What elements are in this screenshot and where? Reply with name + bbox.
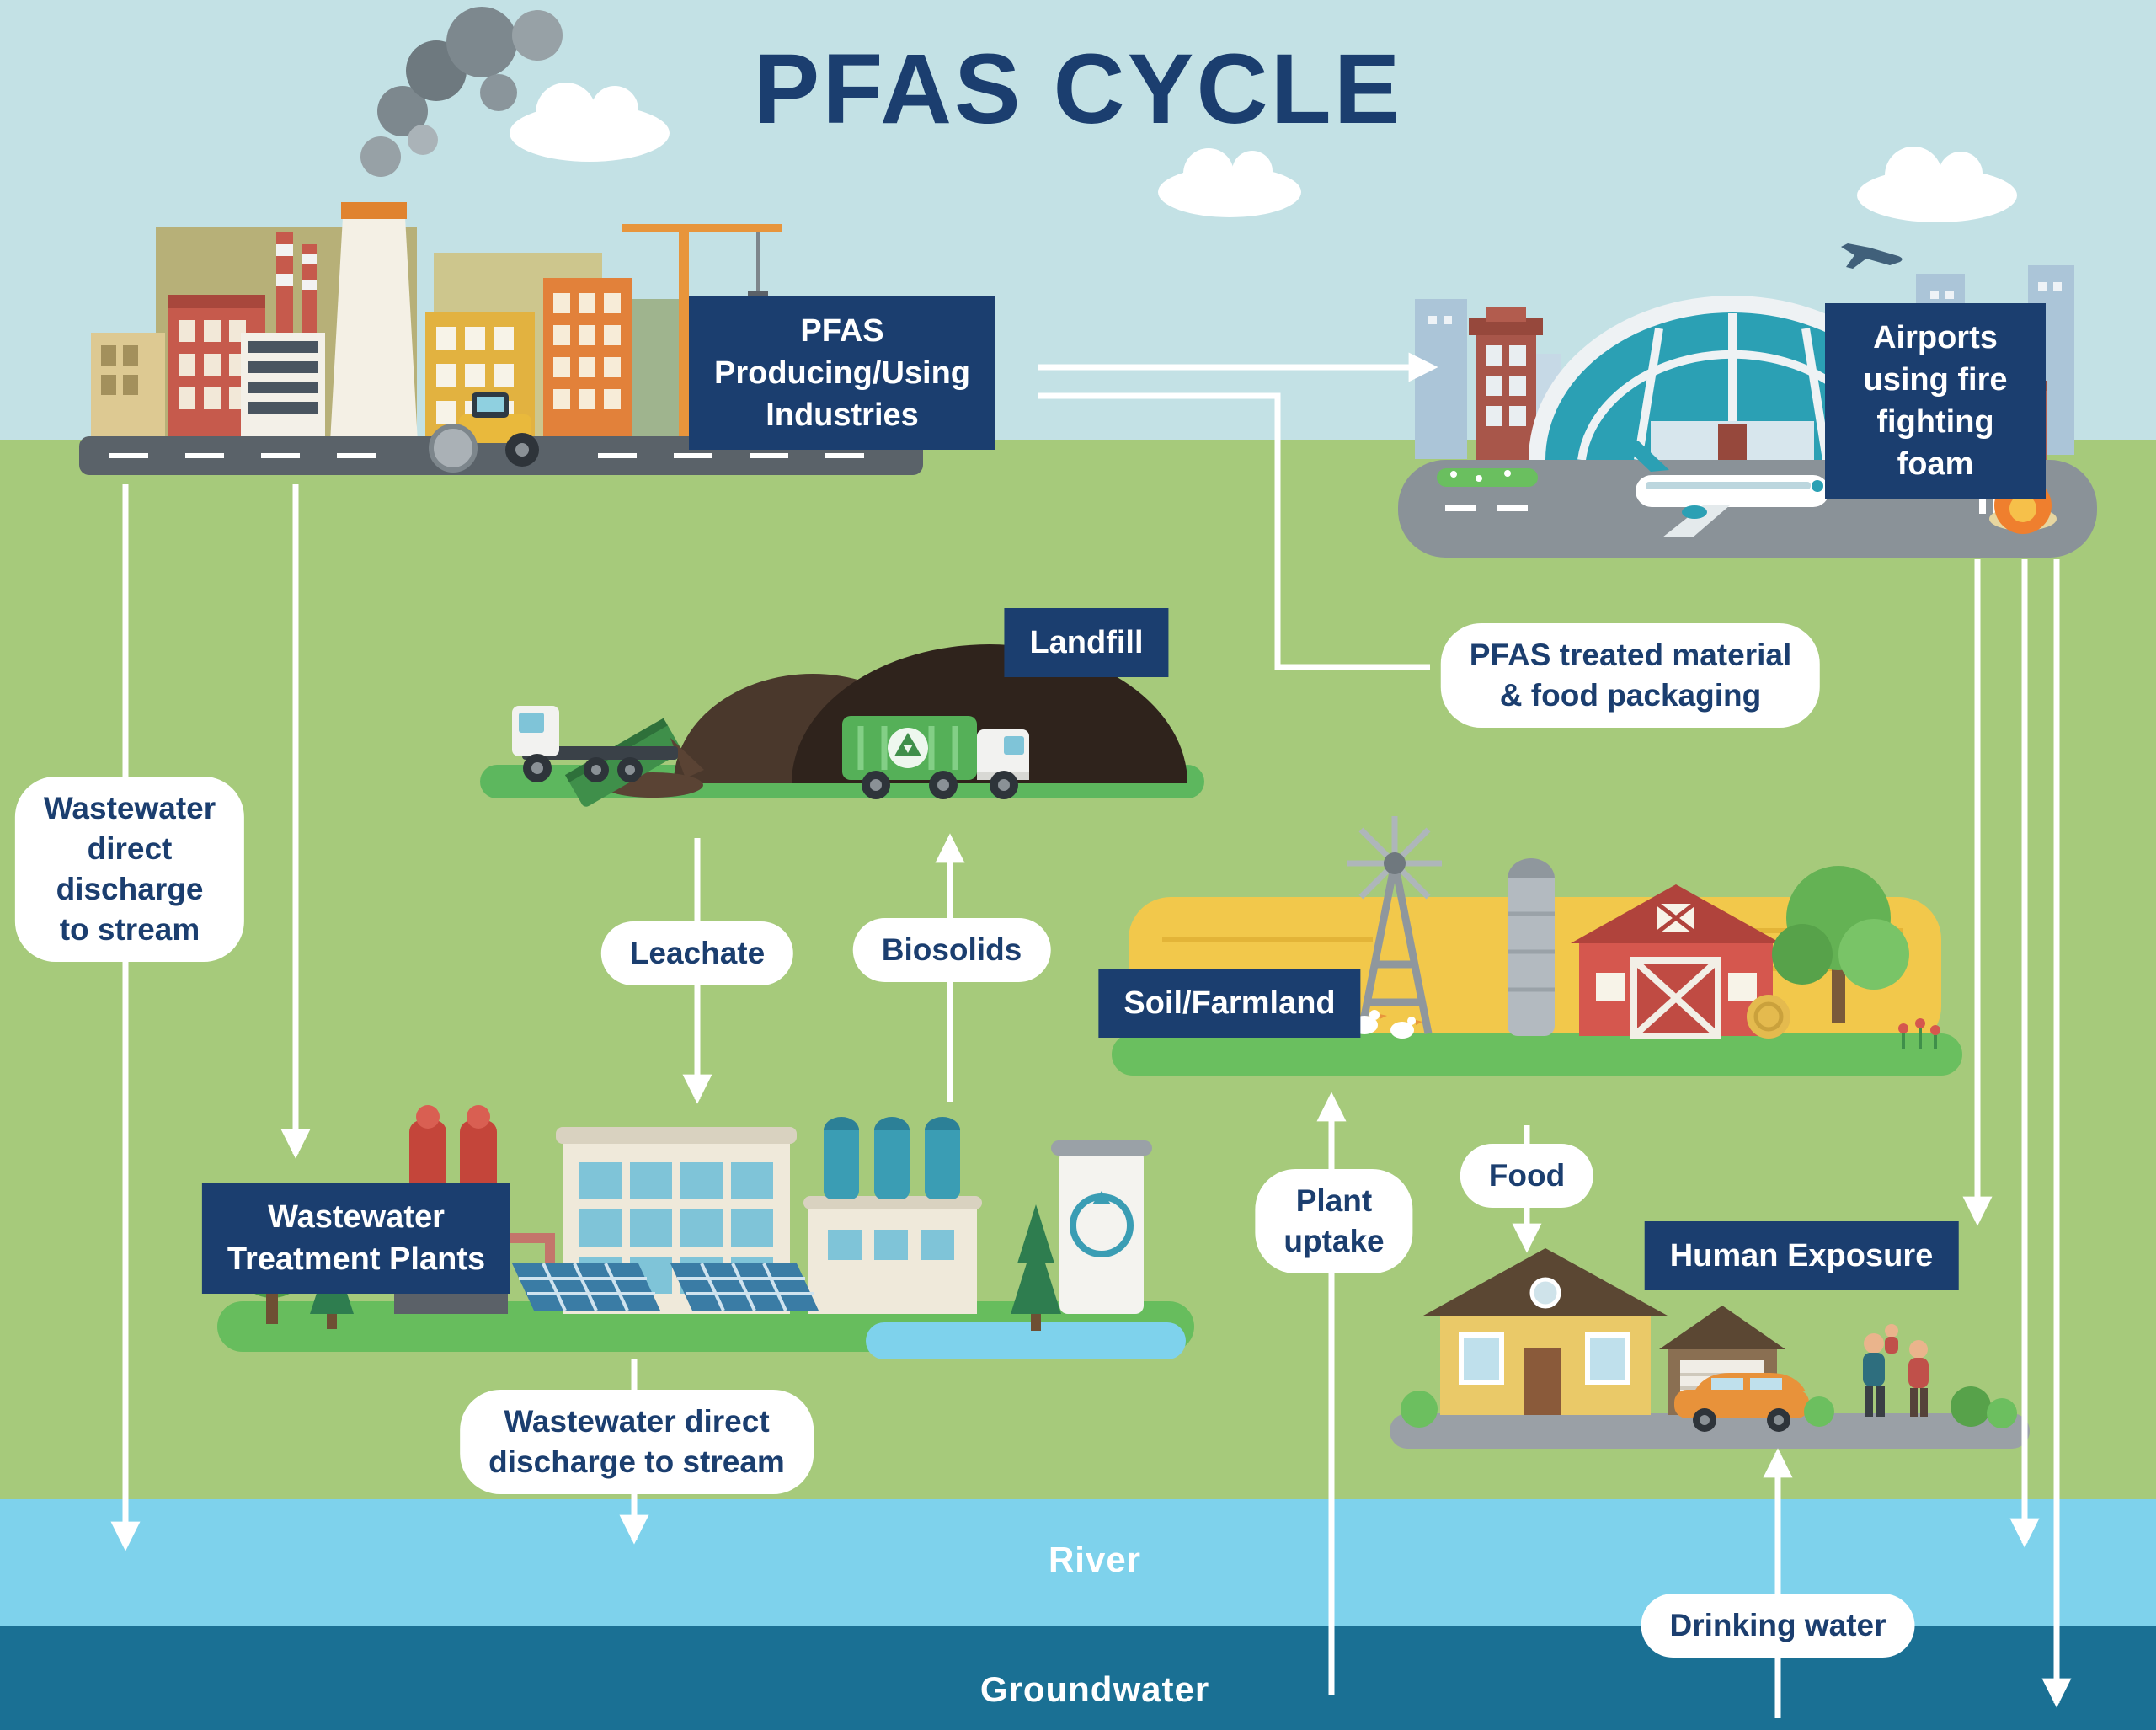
crane [622,224,782,442]
farm-illustration [1112,816,1962,1076]
flow-label-plant-uptake: Plant uptake [1255,1169,1413,1274]
car [1674,1373,1809,1432]
landfill-illustration [480,644,1204,807]
node-label-wwtp: Wastewater Treatment Plants [201,1183,511,1295]
house [1423,1248,1668,1415]
flow-label-biosolids: Biosolids [852,918,1051,983]
river-label: River [1048,1540,1142,1579]
windmill [1348,816,1442,1034]
flow-label-wastewater-bottom: Wastewater direct discharge to stream [460,1390,814,1495]
page-title: PFAS CYCLE [753,34,1403,145]
flow-label-wastewater-left: Wastewater direct discharge to stream [14,777,245,963]
house-illustration [1390,1248,2030,1449]
recycle-tank [1051,1140,1152,1314]
flow-label-pfas-material: PFAS treated material & food packaging [1440,623,1821,729]
node-label-farmland: Soil/Farmland [1098,969,1361,1039]
airplane [1619,441,1829,537]
dump-truck [512,706,704,807]
node-label-human-exposure: Human Exposure [1644,1221,1959,1291]
solar-panels [512,1263,819,1311]
node-label-industries: PFAS Producing/Using Industries [689,296,995,451]
garbage-truck [842,716,1029,799]
flying-plane [1841,243,1903,269]
flow-label-drinking-water: Drinking water [1641,1594,1915,1658]
flow-label-food: Food [1460,1144,1594,1209]
bushes [1401,1386,2017,1428]
trees [1772,866,1909,1023]
barn [1571,884,1781,1039]
node-label-landfill: Landfill [1004,608,1169,678]
groundwater-label: Groundwater [979,1669,1210,1709]
family [1863,1324,1929,1417]
steamroller [429,392,539,473]
node-label-airport: Airports using fire fighting foam [1825,303,2046,499]
silo [1508,858,1555,1036]
flow-label-leachate: Leachate [600,921,794,986]
